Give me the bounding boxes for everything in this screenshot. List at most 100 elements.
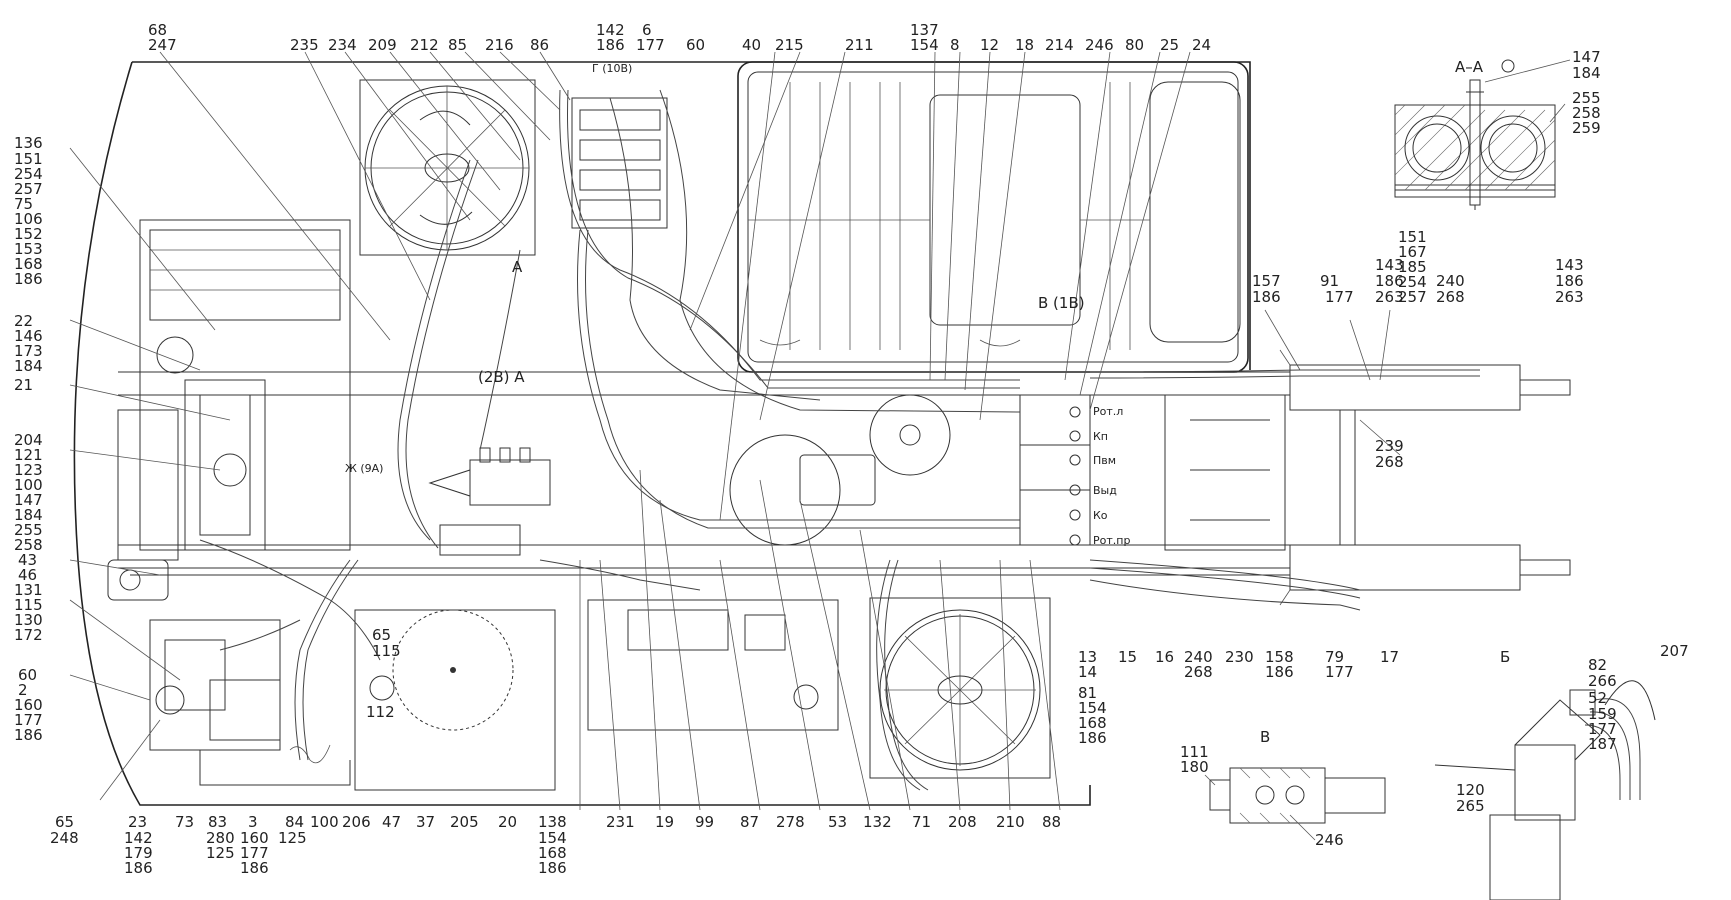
label-207: 207 xyxy=(1660,642,1689,660)
label-186i: 186 xyxy=(1555,272,1584,290)
label-79: 79 xyxy=(1325,648,1344,666)
label-187: 187 xyxy=(1588,735,1617,753)
section-aa-view: А–А 147 184 255 258 259 xyxy=(1394,48,1601,210)
label-263b: 263 xyxy=(1555,288,1584,306)
label-43: 43 xyxy=(18,551,37,569)
label-186e: 186 xyxy=(240,859,269,877)
label-257a: 257 xyxy=(1398,288,1427,306)
label-68: 68 xyxy=(148,21,167,39)
label-180: 180 xyxy=(1180,758,1209,776)
label-177d: 177 xyxy=(1325,288,1354,306)
label-111: 111 xyxy=(1180,743,1209,761)
label-246: 246 xyxy=(1315,831,1344,849)
label-47: 47 xyxy=(382,813,401,831)
label-6: 6 xyxy=(642,21,652,39)
label-160b: 160 xyxy=(240,829,269,847)
label-205: 205 xyxy=(450,813,479,831)
label-208: 208 xyxy=(948,813,977,831)
label-100a: 100 xyxy=(14,476,43,494)
label-80: 80 xyxy=(1125,36,1144,54)
label-248: 248 xyxy=(50,829,79,847)
label-143a: 143 xyxy=(1375,256,1404,274)
label-60b: 60 xyxy=(18,666,37,684)
label-278: 278 xyxy=(776,813,805,831)
label-186a: 186 xyxy=(596,36,625,54)
label-115: 115 xyxy=(372,642,401,660)
label-22: 22 xyxy=(14,312,33,330)
view-b-detail: Б 82 266 52 159 177 187 207 120 265 xyxy=(1434,642,1689,900)
label-46: 46 xyxy=(18,566,37,584)
label-184b: 184 xyxy=(14,506,43,524)
label-73: 73 xyxy=(175,813,194,831)
label-16: 16 xyxy=(1155,648,1174,666)
label-132: 132 xyxy=(863,813,892,831)
label-71: 71 xyxy=(912,813,931,831)
label-268c: 268 xyxy=(1184,663,1213,681)
label-186d: 186 xyxy=(124,859,153,877)
label-112: 112 xyxy=(366,703,395,721)
label-240b: 240 xyxy=(1184,648,1213,666)
label-82: 82 xyxy=(1588,656,1607,674)
label-168b: 168 xyxy=(1078,714,1107,732)
label-b1v: В (1В) xyxy=(1038,294,1085,312)
label-212: 212 xyxy=(410,36,439,54)
label-g10v: Г (10В) xyxy=(592,62,632,75)
view-v-title: В xyxy=(1260,728,1270,746)
label-142a: 142 xyxy=(124,829,153,847)
label-206: 206 xyxy=(342,813,371,831)
label-154b: 154 xyxy=(538,829,567,847)
section-aa-title: А–А xyxy=(1455,58,1484,76)
label-121: 121 xyxy=(14,446,43,464)
label-254a: 254 xyxy=(1398,273,1427,291)
hydraulic-cylinders xyxy=(1164,349,1571,606)
label-259: 259 xyxy=(1572,119,1601,137)
label-99: 99 xyxy=(695,813,714,831)
label-265: 265 xyxy=(1456,797,1485,815)
label-184: 184 xyxy=(1572,64,1601,82)
label-179: 179 xyxy=(124,844,153,862)
label-153: 153 xyxy=(14,240,43,258)
label-106: 106 xyxy=(14,210,43,228)
label-87: 87 xyxy=(740,813,759,831)
chassis-outline xyxy=(73,61,1290,806)
label-230: 230 xyxy=(1225,648,1254,666)
label-40: 40 xyxy=(742,36,761,54)
label-131: 131 xyxy=(14,581,43,599)
engine-block xyxy=(117,219,351,786)
leader-lines xyxy=(69,51,1401,811)
label-147: 147 xyxy=(1572,48,1601,66)
view-v-detail: В 111 180 246 xyxy=(1180,728,1386,849)
label-257: 257 xyxy=(14,180,43,198)
label-184a: 184 xyxy=(14,357,43,375)
label-186k: 186 xyxy=(1265,663,1294,681)
label-136: 136 xyxy=(14,134,43,152)
label-177: 177 xyxy=(1588,720,1617,738)
label-246a: 246 xyxy=(1085,36,1114,54)
label-204: 204 xyxy=(14,431,43,449)
label-268a: 268 xyxy=(1436,288,1465,306)
label-81: 81 xyxy=(1078,684,1097,702)
callouts-bottom: 23 142 179 186 73 83 280 125 3 160 177 1… xyxy=(124,813,1061,877)
label-167: 167 xyxy=(1398,243,1427,261)
label-258a: 258 xyxy=(14,536,43,554)
label-115a: 115 xyxy=(14,596,43,614)
label-216: 216 xyxy=(485,36,514,54)
inline-labels: Г (10В) А В (1В) (2В) А Ж (9А) 65 115 11… xyxy=(345,62,1085,721)
label-177e: 177 xyxy=(1325,663,1354,681)
label-160a: 160 xyxy=(14,696,43,714)
label-186f: 186 xyxy=(538,859,567,877)
label-185: 185 xyxy=(1398,258,1427,276)
label-zh9a: Ж (9А) xyxy=(345,462,383,475)
label-8: 8 xyxy=(950,36,960,54)
bottom-radiator-fan xyxy=(869,597,1051,779)
label-254: 254 xyxy=(14,165,43,183)
label-177a: 177 xyxy=(636,36,665,54)
label-173: 173 xyxy=(14,342,43,360)
label-24: 24 xyxy=(1192,36,1211,54)
view-b-title: Б xyxy=(1500,648,1510,666)
label-234: 234 xyxy=(328,36,357,54)
label-280: 280 xyxy=(206,829,235,847)
label-125a: 125 xyxy=(206,844,235,862)
label-239: 239 xyxy=(1375,437,1404,455)
